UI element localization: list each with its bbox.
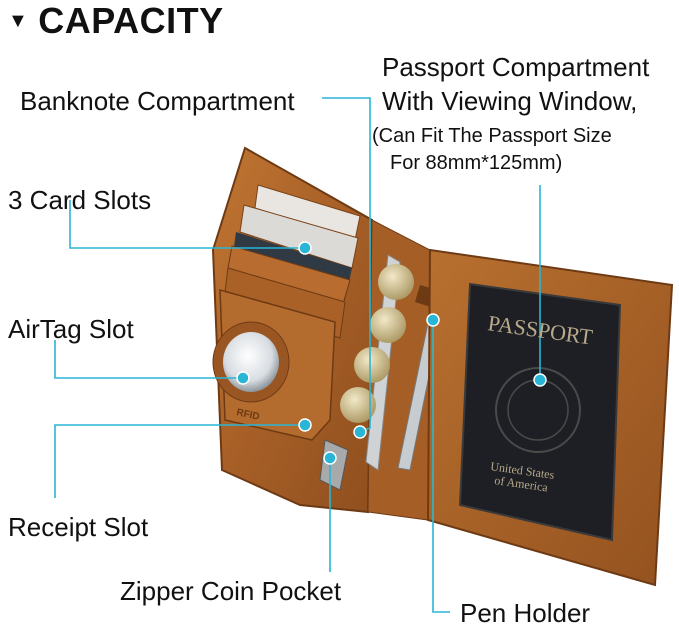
passport-size-note-2: For 88mm*125mm) xyxy=(390,152,563,174)
wallet-emboss: RFID xyxy=(235,407,260,423)
callout-lines xyxy=(54,97,541,613)
viewing-window-label: With Viewing Window, xyxy=(382,86,638,116)
zipper-coin-pocket-label: Zipper Coin Pocket xyxy=(120,576,342,606)
passport-compartment-label: Passport Compartment xyxy=(382,52,650,82)
passport-window xyxy=(458,282,622,542)
banknote-compartment-label: Banknote Compartment xyxy=(20,86,295,116)
triangle-down-icon: ▼ xyxy=(8,10,29,32)
wallet-right-panel xyxy=(426,248,674,587)
callout-dots xyxy=(236,241,547,465)
pen-holder-label: Pen Holder xyxy=(460,598,591,628)
wallet-left-panel xyxy=(211,146,374,514)
airtag-disc xyxy=(223,332,279,392)
receipt-slot-label: Receipt Slot xyxy=(8,512,149,542)
card-slots-label: 3 Card Slots xyxy=(8,185,152,215)
title-text: CAPACITY xyxy=(38,0,224,41)
passport-size-note-1: (Can Fit The Passport Size xyxy=(372,125,612,147)
airtag-slot-label: AirTag Slot xyxy=(8,314,134,344)
capacity-title: ▼ CAPACITY xyxy=(8,0,224,42)
